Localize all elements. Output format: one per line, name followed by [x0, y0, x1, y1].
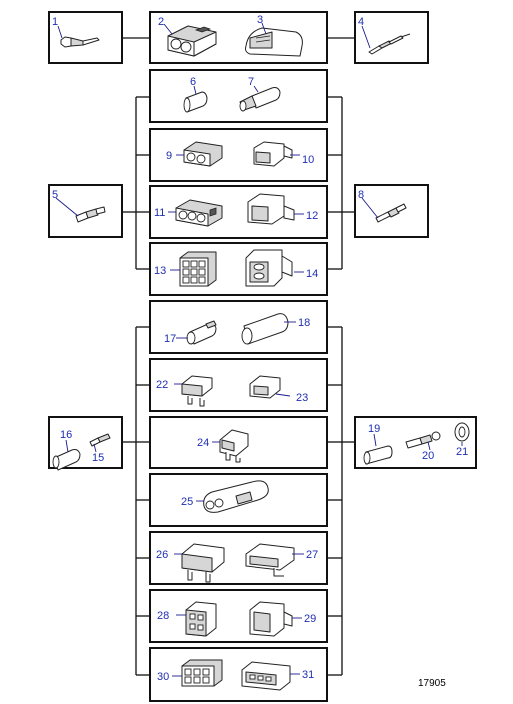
part-number-9: 9 [166, 150, 172, 162]
diagram-reference-number: 17905 [418, 678, 446, 689]
part-number-28: 28 [157, 610, 169, 622]
two-way-cover-drawing [245, 543, 304, 577]
box-part-5 [48, 184, 123, 238]
multi-pin-receptacle-drawing [245, 249, 304, 287]
part-number-31: 31 [302, 669, 314, 681]
three-way-plug-drawing [168, 199, 223, 227]
receptacle-drawing [249, 375, 291, 399]
connector-lines [122, 37, 355, 676]
box-parts-13-14 [149, 242, 328, 296]
part-number-7: 7 [248, 76, 254, 88]
part-number-5: 5 [52, 189, 58, 201]
part-number-17: 17 [164, 333, 176, 345]
part-number-labels: 1 2 3 4 5 6 7 8 9 10 11 12 13 14 15 16 1… [52, 14, 468, 683]
part-number-22: 22 [156, 379, 168, 391]
part-number-2: 2 [158, 16, 164, 28]
part-number-13: 13 [154, 265, 166, 277]
part-number-12: 12 [306, 210, 318, 222]
part-number-25: 25 [181, 496, 193, 508]
socket-contact-drawing [55, 197, 106, 223]
part-number-26: 26 [156, 549, 168, 561]
part-number-14: 14 [306, 268, 318, 280]
connector-cover-drawing [245, 22, 303, 57]
multi-cavity-plug-drawing [172, 659, 223, 687]
part-number-20: 20 [422, 450, 434, 462]
part-number-11: 11 [154, 207, 165, 219]
multi-pin-housing-drawing [170, 251, 217, 287]
part-number-16: 16 [60, 429, 72, 441]
part-number-27: 27 [306, 549, 318, 561]
angled-housing-drawing [212, 429, 249, 463]
socket-contact-alt-drawing [361, 197, 407, 223]
three-way-receptacle-drawing [247, 193, 304, 225]
two-way-receptacle-drawing [253, 141, 300, 167]
pin-sleeve-seal-drawing [363, 422, 470, 465]
part-number-10: 10 [302, 154, 314, 166]
part-number-15: 15 [92, 452, 104, 464]
contact-and-insulator-drawing [52, 433, 111, 471]
box-parts-26-27 [149, 531, 328, 585]
multi-cavity-receptacle-drawing [241, 661, 300, 691]
part-number-4: 4 [358, 16, 364, 28]
part-number-18: 18 [298, 317, 310, 329]
terminal-pin-drawing [57, 25, 100, 48]
latch-housing-drawing [174, 375, 213, 407]
part-number-3: 3 [257, 14, 263, 26]
two-way-plug-drawing [176, 141, 223, 167]
part-number-24: 24 [197, 437, 209, 449]
pin-contact-drawing [361, 25, 411, 55]
tube-drawing [241, 313, 296, 345]
two-way-housing-drawing [163, 23, 217, 57]
box-part-4 [354, 11, 429, 64]
part-number-23: 23 [296, 392, 308, 404]
box-parts-6-7 [149, 69, 328, 123]
four-way-receptacle-drawing [249, 601, 302, 637]
part-number-21: 21 [456, 446, 468, 458]
pin-housing-drawing [239, 85, 281, 112]
boot-housing-drawing [196, 480, 269, 513]
box-part-1 [48, 11, 123, 64]
box-parts-17-18 [149, 300, 328, 354]
part-number-6: 6 [190, 76, 196, 88]
part-number-1: 1 [52, 16, 58, 28]
seal-housing-drawing [176, 320, 217, 345]
box-parts-28-29 [149, 589, 328, 643]
two-way-latch-drawing [174, 543, 225, 583]
part-number-29: 29 [304, 613, 316, 625]
four-way-housing-drawing [176, 601, 217, 637]
sleeve-drawing [183, 85, 208, 113]
part-number-30: 30 [157, 671, 169, 683]
part-number-8: 8 [358, 189, 364, 201]
box-parts-22-23 [149, 358, 328, 412]
part-number-19: 19 [368, 423, 380, 435]
box-parts-30-31 [149, 647, 328, 702]
